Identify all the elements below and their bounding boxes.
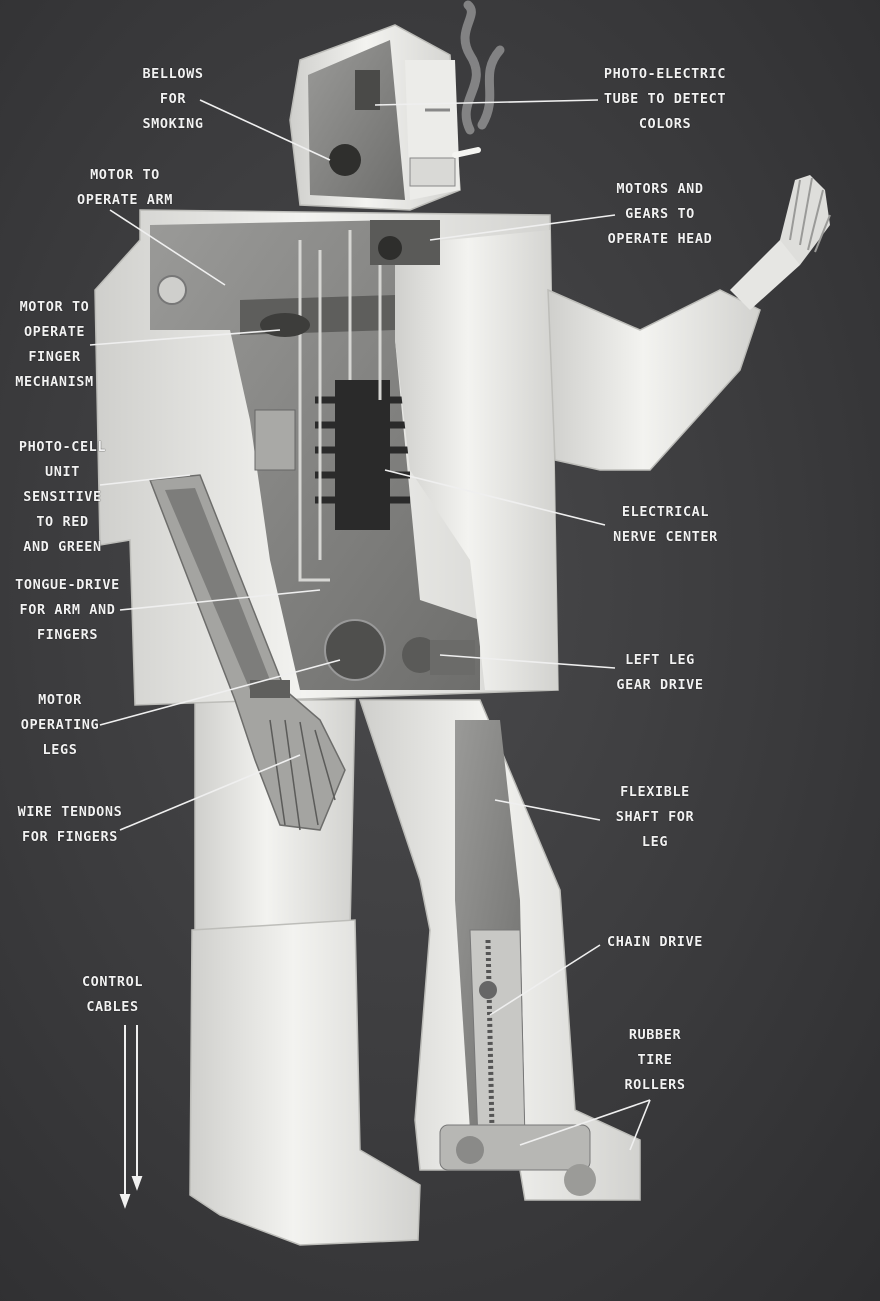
label-motor-operate-arm: MOTOR TO OPERATE ARM	[76, 167, 173, 208]
label-motor-operating-legs: MOTOR OPERATING LEGS	[20, 692, 100, 758]
label-motor-finger-mechanism: MOTOR TO OPERATE FINGER MECHANISM	[15, 299, 94, 390]
robot-torso	[94, 209, 559, 706]
robot-right-leg	[358, 699, 641, 1201]
label-photo-cell-unit: PHOTO-CELL UNIT SENSITIVE TO RED AND GRE…	[18, 439, 107, 555]
robot-raised-arm	[547, 175, 831, 471]
label-wire-tendons: WIRE TENDONS FOR FINGERS	[17, 804, 123, 845]
label-flexible-shaft: FLEXIBLE SHAFT FOR LEG	[615, 784, 695, 850]
label-control-cables: CONTROL CABLES	[81, 974, 144, 1015]
smoke	[460, 0, 505, 135]
label-left-leg-gear-drive: LEFT LEG GEAR DRIVE	[616, 652, 704, 693]
label-motors-gears-head: MOTORS AND GEARS TO OPERATE HEAD	[607, 181, 713, 247]
label-photo-electric-tube: PHOTO-ELECTRIC TUBE TO DETECT COLORS	[603, 66, 727, 132]
label-tongue-drive: TONGUE-DRIVE FOR ARM AND FINGERS	[15, 577, 120, 643]
robot-hanging-arm	[148, 474, 346, 831]
label-rubber-tire-rollers: RUBBER TIRE ROLLERS	[624, 1027, 686, 1093]
label-electrical-nerve-center: ELECTRICAL NERVE CENTER	[613, 504, 718, 545]
robot-head	[289, 24, 481, 265]
label-bellows: BELLOWS FOR SMOKING	[142, 66, 204, 132]
label-chain-drive: CHAIN DRIVE	[606, 934, 703, 950]
control-cables-arrows	[119, 1025, 143, 1209]
leader-lines	[89, 99, 651, 1151]
